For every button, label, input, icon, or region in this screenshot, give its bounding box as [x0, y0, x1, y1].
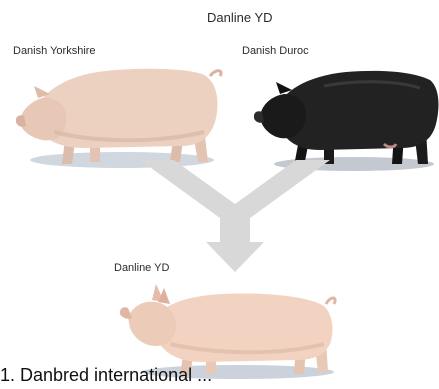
figure-caption: 1. Danbred international ...	[0, 366, 212, 384]
parent-right-label: Danish Duroc	[242, 46, 309, 57]
danish-yorkshire-pig-image	[14, 62, 224, 174]
offspring-label: Danline YD	[114, 263, 169, 274]
danish-duroc-pig-image	[254, 64, 439, 174]
merge-arrow	[140, 160, 330, 272]
parent-left-label: Danish Yorkshire	[13, 46, 96, 57]
figure-title: Danline YD	[207, 11, 273, 24]
